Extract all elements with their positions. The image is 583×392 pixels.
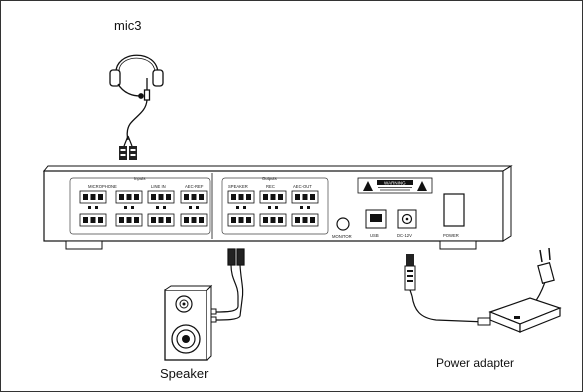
monitor-label: MONITOR	[332, 234, 352, 239]
outputs-panel: Outputs SPEAKER REC AEC-OUT	[221, 176, 329, 235]
warning-label: WARNING	[357, 177, 433, 194]
output-group-aecout: AEC-OUT	[293, 184, 312, 189]
wall-plug-icon	[537, 247, 555, 284]
speaker-label: Speaker	[160, 366, 209, 381]
dc-jack-icon: DC-12V	[397, 209, 417, 238]
ferrite-bead-icon	[477, 317, 491, 326]
input-group-aecref: AEC-REF	[185, 184, 204, 189]
headset-icon	[109, 54, 164, 141]
power-switch-icon: POWER	[443, 193, 465, 238]
power-brick-icon	[488, 297, 562, 333]
speaker-icon	[164, 284, 213, 361]
speaker-cable	[213, 248, 245, 321]
output-group-rec: REC	[266, 184, 275, 189]
mic-connector-icon	[119, 135, 137, 160]
output-group-speaker: SPEAKER	[228, 184, 248, 189]
dc-plug-icon	[404, 254, 416, 291]
usb-port-icon: USB	[365, 209, 387, 238]
mic-label: mic3	[114, 18, 141, 33]
dc-in-label: DC-12V	[397, 233, 412, 238]
inputs-panel: Inputs MICROPHONE LINE IN AEC-REF	[69, 176, 211, 235]
power-adapter-label: Power adapter	[436, 356, 514, 370]
input-terminal-pins	[83, 194, 204, 223]
power-label: POWER	[443, 233, 459, 238]
outputs-title: Outputs	[262, 176, 277, 181]
warning-title: WARNING	[384, 180, 406, 185]
monitor-knob-icon: MONITOR	[332, 217, 352, 239]
usb-label: USB	[370, 233, 379, 238]
output-terminal-pins	[231, 194, 315, 223]
input-group-microphone: MICROPHONE	[88, 184, 117, 189]
input-group-linein: LINE IN	[151, 184, 166, 189]
inputs-title: Inputs	[134, 176, 145, 181]
